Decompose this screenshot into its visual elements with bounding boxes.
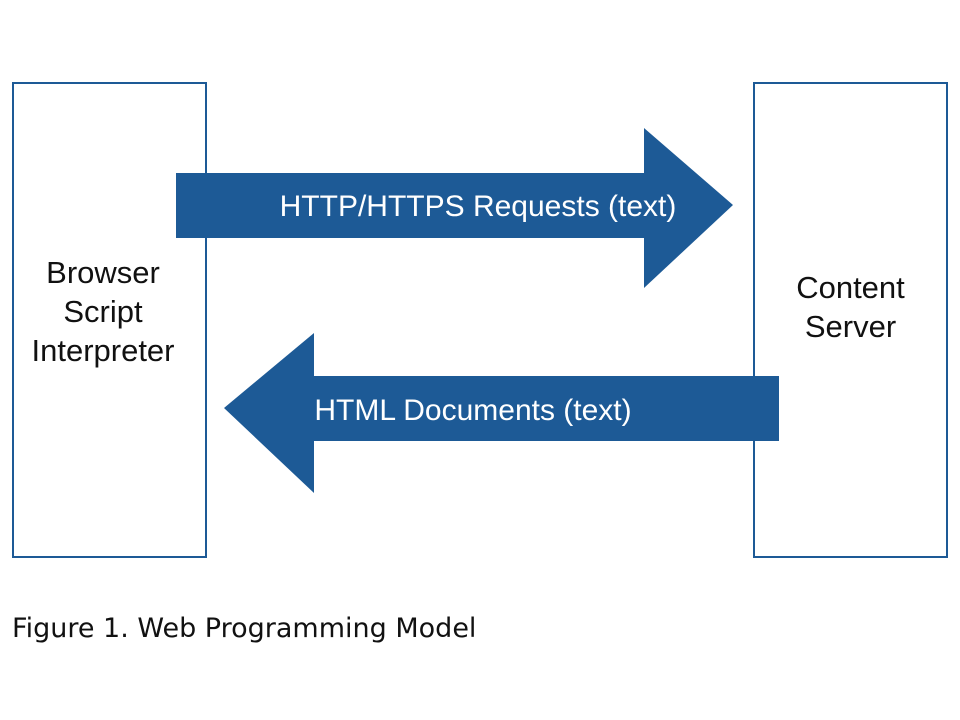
response-arrow-label: HTML Documents (text): [314, 394, 631, 427]
figure-caption: Figure 1. Web Programming Model: [12, 613, 477, 644]
browser-label-line-2: Script: [63, 294, 143, 329]
response-arrow: [224, 333, 779, 493]
request-arrow: [176, 128, 733, 288]
browser-label-line-3: Interpreter: [31, 333, 175, 368]
content-server-label: Content Server: [753, 268, 948, 346]
browser-label-line-1: Browser: [46, 255, 160, 290]
request-arrow-label: HTTP/HTTPS Requests (text): [280, 190, 677, 223]
browser-script-interpreter-label: Browser Script Interpreter: [12, 253, 194, 370]
server-label-line-1: Content: [796, 270, 905, 305]
content-server-box: [753, 82, 948, 558]
server-label-line-2: Server: [804, 309, 897, 344]
browser-script-interpreter-box: [12, 82, 207, 558]
